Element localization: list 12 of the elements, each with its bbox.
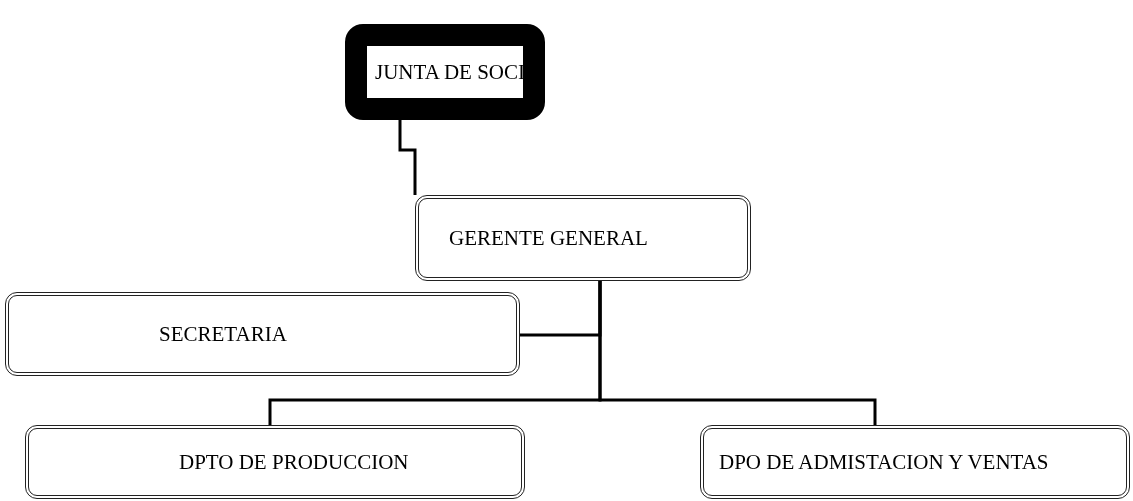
position-box: [5, 292, 520, 376]
connector-line: [398, 120, 417, 195]
board-box: [345, 24, 545, 120]
position-box: [25, 425, 525, 499]
position-title: DPO DE ADMISTACION Y VENTAS: [719, 449, 1049, 475]
position-title: DPTO DE PRODUCCION: [179, 449, 409, 475]
position-box: [700, 425, 1130, 499]
position-box: [415, 195, 751, 281]
position-title: JUNTA DE SOCI: [375, 59, 525, 85]
connector-line: [598, 281, 877, 425]
position-title: SECRETARIA: [159, 321, 287, 347]
position-title: GERENTE GENERAL: [449, 225, 648, 251]
